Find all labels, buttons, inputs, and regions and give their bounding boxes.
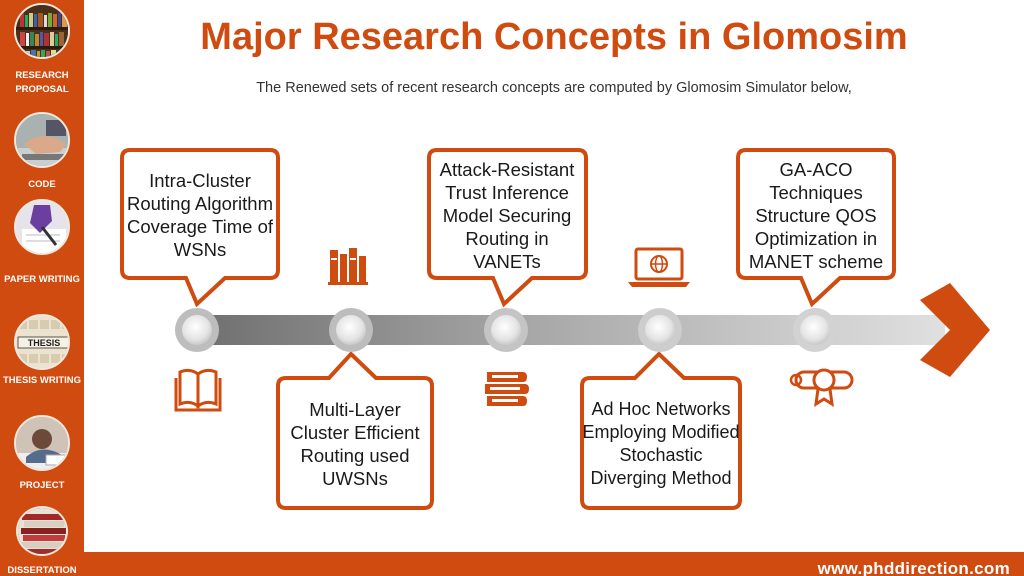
- sidebar-item-research-proposal[interactable]: RESEARCH PROPOSAL: [0, 3, 84, 97]
- sidebar: RESEARCH PROPOSAL CODE PAPER WR: [0, 0, 84, 576]
- timeline-node-5: [793, 308, 837, 352]
- sidebar-item-label: THESIS WRITING: [2, 375, 82, 386]
- book-stack-thumbnail: [16, 506, 68, 556]
- callout-box-4: [580, 351, 742, 510]
- footer-bar: www.phddirection.com: [84, 552, 1024, 576]
- bookshelf-thumbnail: [14, 3, 70, 59]
- concept-2-text: Multi-Layer Cluster Efficient Routing us…: [290, 399, 420, 489]
- open-book-icon: [174, 368, 222, 412]
- sidebar-item-label: RESEARCH PROPOSAL: [15, 70, 69, 95]
- laptop-globe-icon: [628, 247, 690, 287]
- page-title: Major Research Concepts in Glomosim: [200, 16, 908, 58]
- sidebar-item-label: PAPER WRITING: [4, 274, 80, 285]
- sidebar-item-paper-writing[interactable]: PAPER WRITING: [0, 199, 84, 287]
- sidebar-item-code[interactable]: CODE: [0, 112, 84, 192]
- person-studying-thumbnail: [14, 415, 70, 471]
- timeline-arrowhead: [920, 283, 990, 377]
- book-stack-icon: [485, 372, 529, 406]
- timeline-node-1: [175, 308, 219, 352]
- sidebar-item-label: DISSERTATION: [7, 565, 77, 576]
- pen-writing-thumbnail: [14, 199, 70, 255]
- page-subtitle: The Renewed sets of recent research conc…: [256, 80, 852, 96]
- sidebar-item-project[interactable]: PROJECT: [0, 415, 84, 493]
- concept-4-text: Ad Hoc Networks Employing Modified Stoch…: [582, 399, 740, 488]
- callout-box-5: [736, 148, 896, 308]
- footer-url-link[interactable]: www.phddirection.com: [817, 559, 1010, 576]
- timeline-node-4: [638, 308, 682, 352]
- callout-box-1: [120, 148, 280, 308]
- sidebar-item-label: PROJECT: [19, 480, 65, 491]
- concept-5-text: GA-ACO Techniques Structure QOS Optimiza…: [748, 158, 884, 272]
- sidebar-item-dissertation[interactable]: DISSERTATION: [0, 506, 84, 576]
- hand-typing-thumbnail: [14, 112, 70, 168]
- callout-box-3: [427, 148, 588, 308]
- callout-box-2: [276, 351, 434, 510]
- concept-3-text: Attack-Resistant Trust Inference Model S…: [439, 158, 575, 272]
- certificate-scroll-icon: [789, 368, 854, 407]
- sidebar-item-label: CODE: [28, 179, 56, 190]
- sidebar-item-thesis-writing[interactable]: THESIS THESIS WRITING: [0, 314, 84, 388]
- timeline-node-2: [329, 308, 373, 352]
- timeline-diagram: [120, 148, 990, 510]
- books-shelf-icon: [328, 248, 368, 285]
- concept-1-text: Intra-Cluster Routing Algorithm Coverage…: [126, 170, 274, 260]
- thesis-tiles-thumbnail: THESIS: [14, 314, 70, 370]
- timeline-node-3: [484, 308, 528, 352]
- thesis-tiles-letters: THESIS: [28, 338, 61, 348]
